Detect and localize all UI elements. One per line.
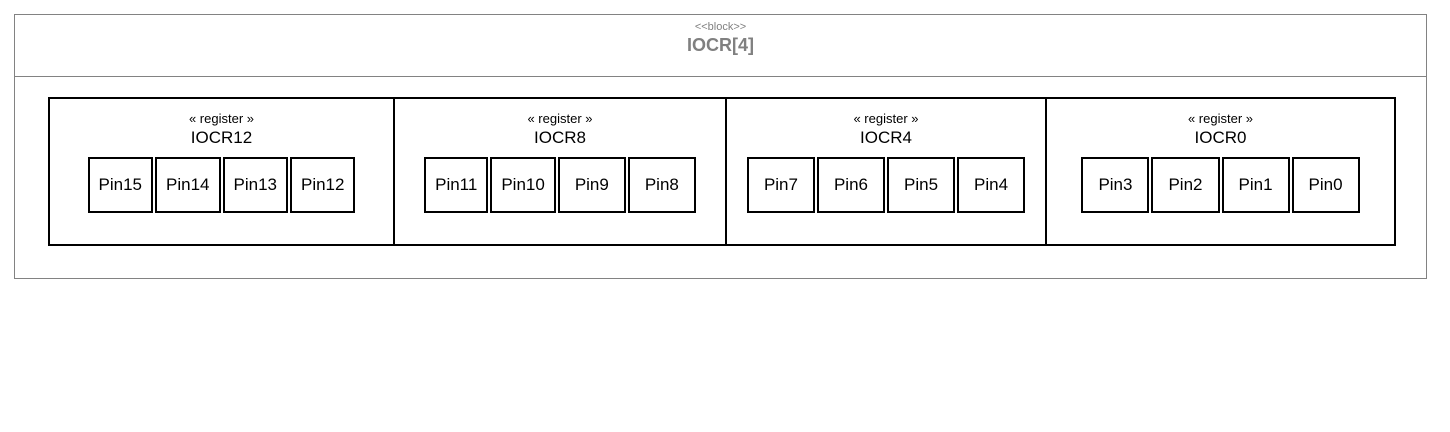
pin-box[interactable]: Pin11 bbox=[424, 157, 489, 213]
pin-label: Pin11 bbox=[435, 175, 478, 194]
pin-label: Pin13 bbox=[233, 175, 277, 194]
register-box-iocr4[interactable]: « register » IOCR4 Pin7 Pin6 Pin5 Pin4 bbox=[725, 97, 1047, 246]
pin-label: Pin6 bbox=[833, 175, 868, 194]
pin-label: Pin15 bbox=[98, 175, 143, 194]
pin-box[interactable]: Pin4 bbox=[957, 157, 1026, 213]
register-name-label: IOCR12 bbox=[190, 128, 253, 147]
pin-row: Pin11 Pin10 Pin9 Pin8 bbox=[424, 157, 696, 213]
pin-row: Pin15 Pin14 Pin13 Pin12 bbox=[87, 157, 356, 213]
pin-box[interactable]: Pin0 bbox=[1291, 157, 1360, 213]
pin-label: Pin8 bbox=[644, 175, 679, 194]
block-title: IOCR[4] bbox=[687, 35, 754, 55]
block-stereotype-label: <<block>> bbox=[694, 21, 747, 33]
pin-row: Pin3 Pin2 Pin1 Pin0 bbox=[1081, 157, 1360, 213]
pin-box[interactable]: Pin6 bbox=[816, 157, 885, 213]
pin-box[interactable]: Pin8 bbox=[627, 157, 696, 213]
pin-box[interactable]: Pin3 bbox=[1081, 157, 1150, 213]
pin-label: Pin9 bbox=[574, 175, 609, 194]
pin-label: Pin4 bbox=[974, 175, 1009, 194]
pin-box[interactable]: Pin7 bbox=[746, 157, 815, 213]
pin-box[interactable]: Pin10 bbox=[490, 157, 556, 213]
pin-label: Pin10 bbox=[501, 175, 545, 194]
pin-label: Pin1 bbox=[1238, 175, 1273, 194]
block-iocr4[interactable]: <<block>> IOCR[4] « register » IOCR12 Pi… bbox=[14, 14, 1427, 279]
pin-label: Pin2 bbox=[1168, 175, 1203, 194]
pin-box[interactable]: Pin15 bbox=[87, 157, 154, 213]
pin-box[interactable]: Pin9 bbox=[557, 157, 626, 213]
pin-label: Pin0 bbox=[1308, 175, 1343, 194]
block-body-compartment: « register » IOCR12 Pin15 Pin14 Pin13 Pi… bbox=[15, 77, 1426, 279]
pin-box[interactable]: Pin5 bbox=[887, 157, 956, 213]
pin-box[interactable]: Pin2 bbox=[1151, 157, 1220, 213]
pin-box[interactable]: Pin12 bbox=[289, 157, 356, 213]
pin-label: Pin3 bbox=[1098, 175, 1133, 194]
pin-label: Pin5 bbox=[904, 175, 939, 194]
register-name-label: IOCR0 bbox=[1194, 128, 1247, 147]
pin-row: Pin7 Pin6 Pin5 Pin4 bbox=[746, 157, 1026, 213]
register-stereotype-label: « register » bbox=[527, 111, 593, 126]
pin-box[interactable]: Pin14 bbox=[155, 157, 221, 213]
register-stereotype-label: « register » bbox=[853, 111, 919, 126]
pin-label: Pin7 bbox=[763, 175, 798, 194]
pin-label: Pin12 bbox=[300, 175, 345, 194]
register-box-iocr12[interactable]: « register » IOCR12 Pin15 Pin14 Pin13 Pi… bbox=[48, 97, 395, 246]
register-name-label: IOCR4 bbox=[860, 128, 912, 147]
register-box-iocr8[interactable]: « register » IOCR8 Pin11 Pin10 Pin9 Pin8 bbox=[393, 97, 727, 246]
pin-box[interactable]: Pin1 bbox=[1221, 157, 1290, 213]
pin-label: Pin14 bbox=[166, 175, 210, 194]
register-row: « register » IOCR12 Pin15 Pin14 Pin13 Pi… bbox=[48, 97, 1396, 246]
register-stereotype-label: « register » bbox=[1187, 111, 1254, 126]
block-header: <<block>> IOCR[4] bbox=[15, 15, 1426, 77]
pin-box[interactable]: Pin13 bbox=[222, 157, 288, 213]
register-box-iocr0[interactable]: « register » IOCR0 Pin3 Pin2 Pin1 Pin0 bbox=[1045, 97, 1396, 246]
register-name-label: IOCR8 bbox=[534, 128, 586, 147]
register-stereotype-label: « register » bbox=[188, 111, 255, 126]
